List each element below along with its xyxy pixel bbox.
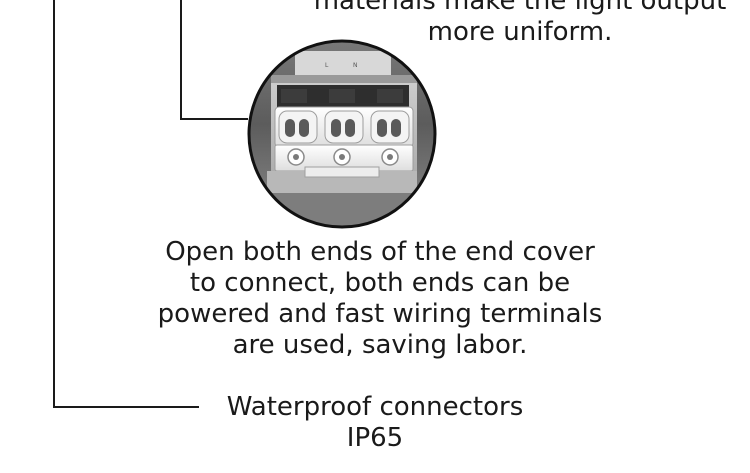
bottom-caption-line: Waterproof connectors [226, 392, 524, 422]
leader-line-outer-vertical [53, 0, 55, 408]
terminal-block-photo: L N [247, 39, 437, 229]
top-caption-line: more uniform. [427, 17, 613, 47]
bottom-caption: Waterproof connectors IP65 [200, 392, 550, 454]
leader-line-outer-horizontal [53, 406, 199, 408]
middle-caption-line: powered and fast wiring terminals [157, 299, 603, 329]
terminal-label-n: N [353, 62, 358, 69]
middle-caption-line: to connect, both ends can be [189, 268, 571, 298]
top-caption: materials make the light output more uni… [300, 0, 740, 48]
leader-line-inner-vertical [180, 0, 182, 120]
terminal-label-l: L [325, 62, 329, 69]
bottom-caption-line: IP65 [346, 423, 404, 453]
middle-caption-line: Open both ends of the end cover [165, 237, 595, 267]
middle-caption: Open both ends of the end cover to conne… [100, 237, 660, 361]
middle-caption-line: are used, saving labor. [232, 330, 528, 360]
top-caption-line: materials make the light output [313, 0, 727, 16]
leader-line-inner-horizontal [180, 118, 248, 120]
